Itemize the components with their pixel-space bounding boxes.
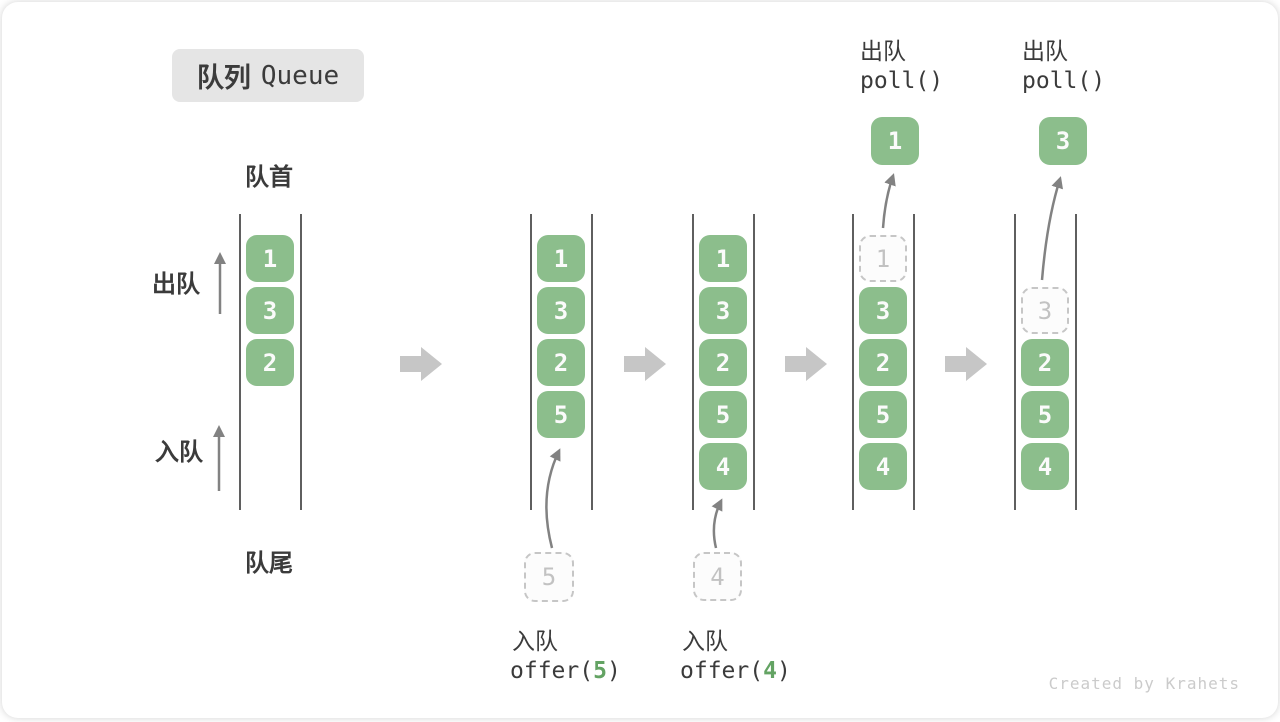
dequeued-slot-ghost: 3 (1021, 287, 1069, 334)
queue3-element: 1 (699, 235, 747, 282)
queue1-element: 1 (246, 235, 294, 282)
queue4-element: 2 (859, 339, 907, 386)
queue4-right-wall (913, 214, 915, 510)
poll-operation-label: 出队 (860, 38, 906, 64)
queue4-element: 5 (859, 391, 907, 438)
title-english: Queue (260, 60, 340, 91)
queue2-element: 1 (537, 235, 585, 282)
dequeued-slot-ghost: 1 (859, 235, 907, 282)
title-badge: 队列 Queue (172, 49, 364, 102)
poll-operation-code: poll() (860, 68, 944, 94)
offer-operation-label: 入队 (682, 628, 728, 654)
queue3-right-wall (753, 214, 755, 510)
queue3-element: 2 (699, 339, 747, 386)
popped-element: 1 (871, 117, 919, 165)
poll-operation-code: poll() (1022, 68, 1106, 94)
queue2-right-wall (591, 214, 593, 510)
queue4-element: 3 (859, 287, 907, 334)
code-text: ) (776, 658, 791, 684)
poll-operation-label: 出队 (1022, 38, 1068, 64)
code-text: offer( (680, 658, 764, 684)
dequeue-path-arrow-icon (881, 173, 896, 229)
incoming-element-ghost: 4 (693, 552, 742, 601)
queue2-left-wall (530, 214, 532, 510)
code-arg: 5 (593, 658, 607, 684)
queue4-left-wall (852, 214, 854, 510)
queue5-element: 2 (1021, 339, 1069, 386)
queue2-element: 3 (537, 287, 585, 334)
queue-front-label: 队首 (245, 164, 293, 191)
transition-arrow-icon (785, 347, 827, 381)
queue2-element: 5 (537, 391, 585, 438)
offer-operation-label: 入队 (512, 628, 558, 654)
transition-arrow-icon (400, 347, 442, 381)
queue4-element: 4 (859, 443, 907, 490)
queue5-element: 5 (1021, 391, 1069, 438)
queue5-element: 4 (1021, 443, 1069, 490)
queue2-element: 2 (537, 339, 585, 386)
queue-rear-label: 队尾 (245, 550, 293, 577)
offer-operation-code: offer(5) (510, 658, 621, 684)
enqueue-path-arrow-icon (545, 448, 561, 549)
offer-operation-code: offer(4) (680, 658, 791, 684)
code-arg: 4 (763, 658, 777, 684)
code-text: ) (606, 658, 621, 684)
queue5-right-wall (1075, 214, 1077, 510)
dequeue-path-arrow-icon (1040, 176, 1064, 281)
popped-element: 3 (1039, 117, 1087, 165)
queue3-left-wall (692, 214, 694, 510)
dequeue-direction-label: 出队 (152, 271, 200, 298)
title-chinese: 队列 (196, 63, 251, 93)
queue3-element: 4 (699, 443, 747, 490)
queue3-element: 3 (699, 287, 747, 334)
transition-arrow-icon (945, 347, 987, 381)
watermark: Created by Krahets (1048, 674, 1240, 693)
incoming-element-ghost: 5 (524, 552, 574, 602)
queue1-element: 2 (246, 339, 294, 386)
queue1-element: 3 (246, 287, 294, 334)
queue1-right-wall (300, 214, 302, 510)
code-text: offer( (510, 658, 594, 684)
queue1-left-wall (239, 214, 241, 510)
transition-arrow-icon (624, 347, 666, 381)
queue3-element: 5 (699, 391, 747, 438)
enqueue-path-arrow-icon (711, 498, 723, 549)
enqueue-direction-label: 入队 (155, 439, 203, 466)
queue5-left-wall (1014, 214, 1016, 510)
